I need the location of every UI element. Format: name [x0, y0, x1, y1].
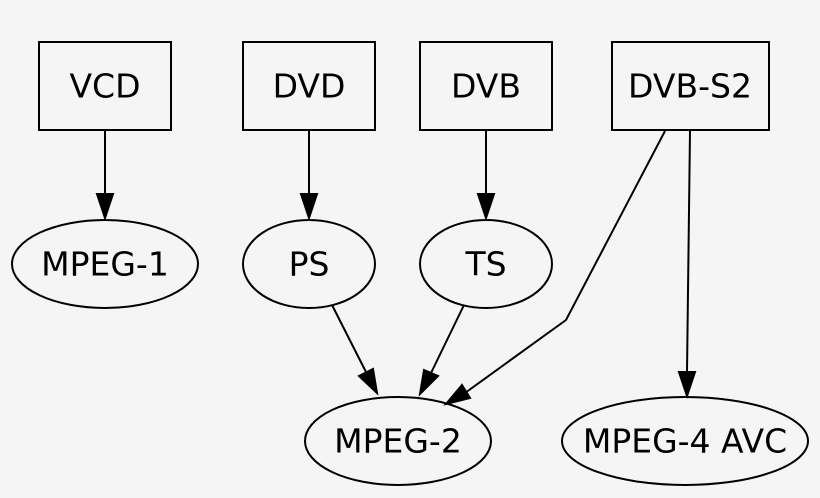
node-mpeg2: MPEG-2	[304, 396, 492, 486]
edge-ts-mpeg2-arrowhead	[418, 368, 440, 397]
node-mpeg4-avc: MPEG-4 AVC	[561, 396, 809, 486]
edge-ps-mpeg2-arrowhead	[357, 367, 379, 396]
edge-dvd-ps	[299, 130, 319, 222]
node-dvd: DVD	[242, 41, 376, 131]
node-ps: PS	[242, 219, 376, 309]
edge-ts-mpeg2-line	[430, 304, 465, 374]
node-mpeg2-ellipse	[304, 396, 492, 486]
node-mpeg4-avc-label: MPEG-4 AVC	[583, 422, 787, 461]
node-dvd-label: DVD	[273, 67, 346, 106]
node-vcd-label: VCD	[69, 67, 140, 106]
edge-dvd-ps-arrowhead	[299, 193, 319, 222]
node-ps-label: PS	[289, 245, 330, 284]
node-dvb-s2-box	[611, 41, 770, 131]
edge-dvb-ts-arrowhead	[476, 193, 496, 222]
edge-dvb-s2-mpeg4-avc-arrowhead	[677, 371, 697, 400]
edge-ps-mpeg2	[331, 304, 379, 396]
edge-dvb-ts	[476, 130, 496, 222]
node-mpeg1: MPEG-1	[11, 219, 199, 309]
node-mpeg1-label: MPEG-1	[41, 245, 169, 284]
node-dvb-s2: DVB-S2	[611, 41, 770, 131]
edge-ts-mpeg2	[418, 304, 465, 397]
node-vcd: VCD	[38, 41, 172, 131]
edge-dvb-s2-mpeg2-line	[464, 130, 666, 394]
edge-vcd-mpeg1-arrowhead	[95, 193, 115, 222]
node-mpeg4-avc-ellipse	[561, 396, 809, 486]
edge-dvb-s2-mpeg4-avc-line	[686, 130, 691, 373]
edge-vcd-mpeg1	[95, 130, 115, 222]
node-dvb-label: DVB	[451, 67, 521, 106]
node-ts-label: TS	[464, 245, 506, 284]
edge-dvb-s2-mpeg2-arrowhead	[443, 383, 472, 406]
node-dvb: DVB	[419, 41, 553, 131]
node-mpeg2-label: MPEG-2	[334, 422, 462, 461]
node-dvb-s2-label: DVB-S2	[628, 67, 752, 106]
node-ts: TS	[419, 219, 553, 309]
edge-dvb-s2-mpeg2	[443, 130, 666, 406]
edge-ps-mpeg2-line	[331, 304, 367, 373]
edge-dvb-s2-mpeg4-avc	[677, 130, 697, 400]
